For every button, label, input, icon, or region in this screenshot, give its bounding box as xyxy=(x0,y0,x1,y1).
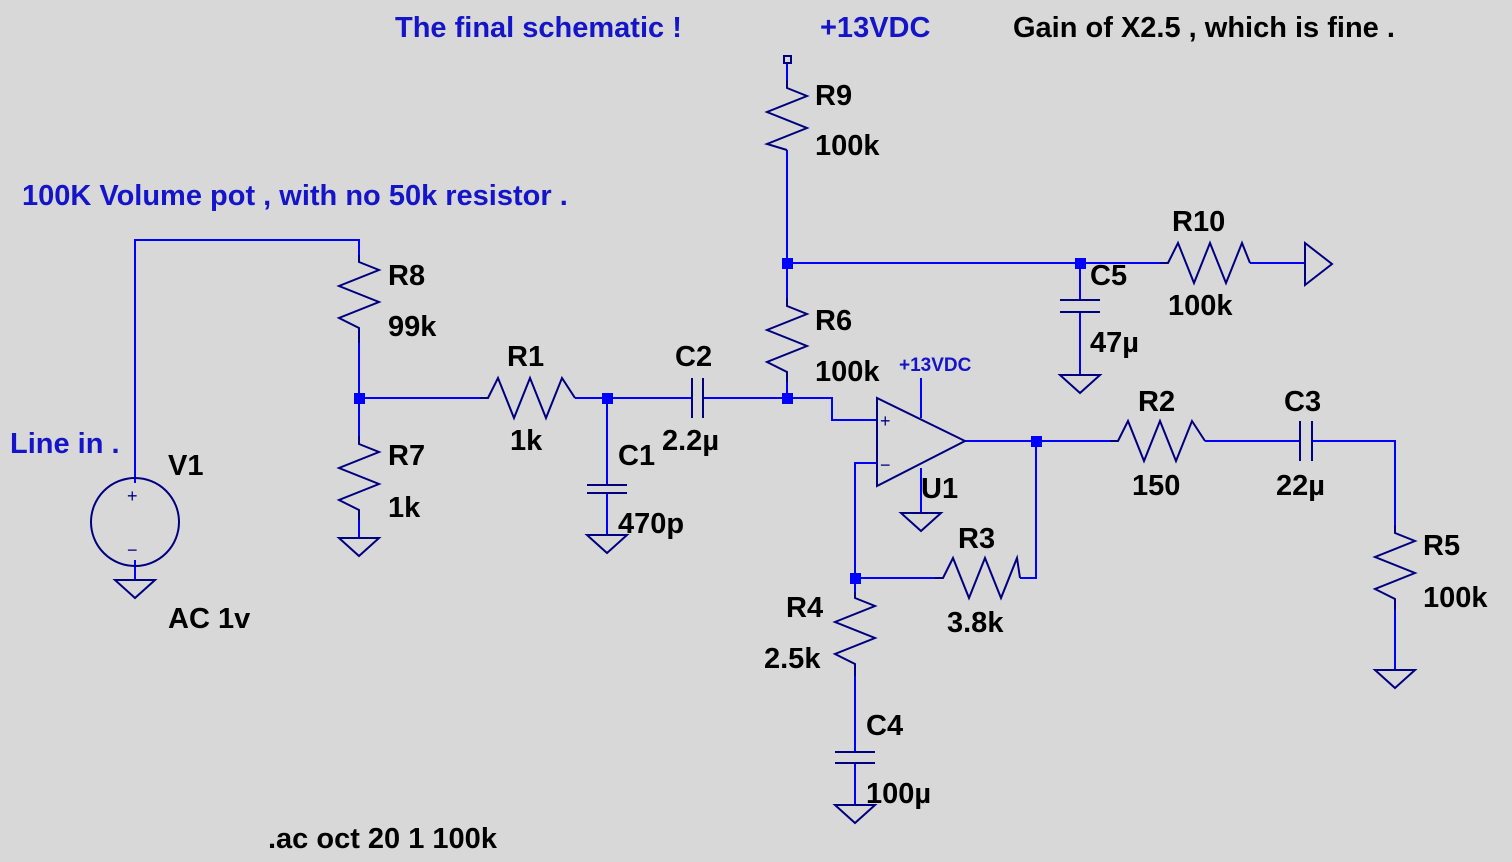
label-c2-value: 2.2µ xyxy=(662,425,719,457)
v1-minus-sign: − xyxy=(127,540,138,560)
voltage-source-v1: + − xyxy=(90,477,180,567)
capacitor-c5 xyxy=(1060,299,1100,313)
ground-symbol-c5 xyxy=(1057,374,1103,395)
label-r4-name: R4 xyxy=(786,592,823,624)
label-r3-value: 3.8k xyxy=(947,607,1004,639)
label-r7-value: 1k xyxy=(388,492,421,524)
wires xyxy=(134,63,1396,805)
resistor-r4 xyxy=(832,592,878,676)
label-r1-name: R1 xyxy=(507,341,544,373)
output-flag-arrow xyxy=(1304,240,1334,288)
ac-analysis-directive: .ac oct 20 1 100k xyxy=(268,823,498,855)
resistor-r5 xyxy=(1372,525,1418,610)
resistors xyxy=(336,80,1418,676)
resistor-r8 xyxy=(336,255,382,343)
label-c1-value: 470p xyxy=(618,508,684,540)
label-u1-name: U1 xyxy=(921,473,958,505)
label-r9-name: R9 xyxy=(815,80,852,112)
opamp-minus-sign: − xyxy=(880,455,891,475)
label-r10-name: R10 xyxy=(1172,206,1225,238)
wire-feedback-output xyxy=(1020,441,1037,579)
label-r1-value: 1k xyxy=(510,425,543,457)
ground-symbol-opamp xyxy=(898,512,944,533)
supply-voltage-label: +13VDC xyxy=(820,12,930,44)
schematic-title: The final schematic ! xyxy=(395,12,682,44)
label-c2-name: C2 xyxy=(675,341,712,373)
junction-c5 xyxy=(1075,258,1086,269)
resistor-r7 xyxy=(336,436,382,520)
resistor-r9 xyxy=(763,80,810,151)
label-r5-name: R5 xyxy=(1423,530,1460,562)
label-r5-value: 100k xyxy=(1423,582,1488,614)
supply-flag-terminal xyxy=(783,55,792,64)
label-r8-name: R8 xyxy=(388,260,425,292)
label-c4-name: C4 xyxy=(866,710,903,742)
ground-symbol-v1 xyxy=(112,579,158,600)
wire-bias-node-to-plus-input xyxy=(787,397,877,421)
resistor-r3 xyxy=(935,554,1021,601)
v1-plus-sign: + xyxy=(127,486,138,506)
resistor-r1 xyxy=(480,375,576,421)
resistor-r6 xyxy=(764,298,810,382)
capacitor-c4 xyxy=(835,751,875,764)
label-c5-value: 47µ xyxy=(1090,327,1139,359)
label-v1-value: AC 1v xyxy=(168,603,250,635)
label-c3-value: 22µ xyxy=(1276,470,1325,502)
opamp-u1: + − xyxy=(876,396,968,488)
label-r8-value: 99k xyxy=(388,311,437,343)
label-r6-name: R6 xyxy=(815,305,852,337)
label-v1-name: V1 xyxy=(168,450,203,482)
junction-opamp-output xyxy=(1031,436,1042,447)
ground-symbol-c1 xyxy=(584,534,630,555)
junction-bias-rail xyxy=(782,258,793,269)
label-r10-value: 100k xyxy=(1168,290,1233,322)
junction-feedback xyxy=(850,573,861,584)
capacitor-c2 xyxy=(691,378,704,418)
label-c1-name: C1 xyxy=(618,440,655,472)
label-r6-value: 100k xyxy=(815,356,880,388)
junction-c1 xyxy=(602,393,613,404)
junction-pot-wiper xyxy=(354,393,365,404)
line-in-label: Line in . xyxy=(10,428,120,460)
annotations: The final schematic ! +13VDC Gain of X2.… xyxy=(10,12,1395,855)
capacitor-c3 xyxy=(1299,421,1313,461)
label-r7-name: R7 xyxy=(388,440,425,472)
label-r3-name: R3 xyxy=(958,523,995,555)
gain-note: Gain of X2.5 , which is fine . xyxy=(1013,12,1395,44)
ground-symbol-r5 xyxy=(1372,669,1418,690)
opamp-supply-label: +13VDC xyxy=(899,355,972,376)
opamp-plus-sign: + xyxy=(880,411,891,431)
resistor-r2 xyxy=(1110,418,1206,464)
wire-minus-input-to-feedback-node xyxy=(854,462,935,579)
label-r2-name: R2 xyxy=(1138,386,1175,418)
wire-c3-to-r5 xyxy=(1312,440,1396,525)
junctions xyxy=(354,258,1086,584)
ground-symbol-c4 xyxy=(832,804,878,825)
capacitor-c1 xyxy=(587,484,627,494)
component-labels: R9 100k R10 100k C5 47µ R6 100k R8 99k R… xyxy=(168,80,1488,810)
ground-symbol-r7 xyxy=(336,537,382,558)
grounds xyxy=(112,374,1418,825)
capacitors xyxy=(587,299,1313,764)
resistor-r10 xyxy=(1160,240,1251,286)
wire-v1-to-pot-top xyxy=(134,239,360,483)
label-r4-value: 2.5k xyxy=(764,643,821,675)
junction-bias-input xyxy=(782,393,793,404)
label-c3-name: C3 xyxy=(1284,386,1321,418)
label-r9-value: 100k xyxy=(815,130,880,162)
label-c4-value: 100µ xyxy=(866,778,931,810)
label-c5-name: C5 xyxy=(1090,260,1127,292)
label-r2-value: 150 xyxy=(1132,470,1180,502)
volume-pot-note: 100K Volume pot , with no 50k resistor . xyxy=(22,180,568,212)
